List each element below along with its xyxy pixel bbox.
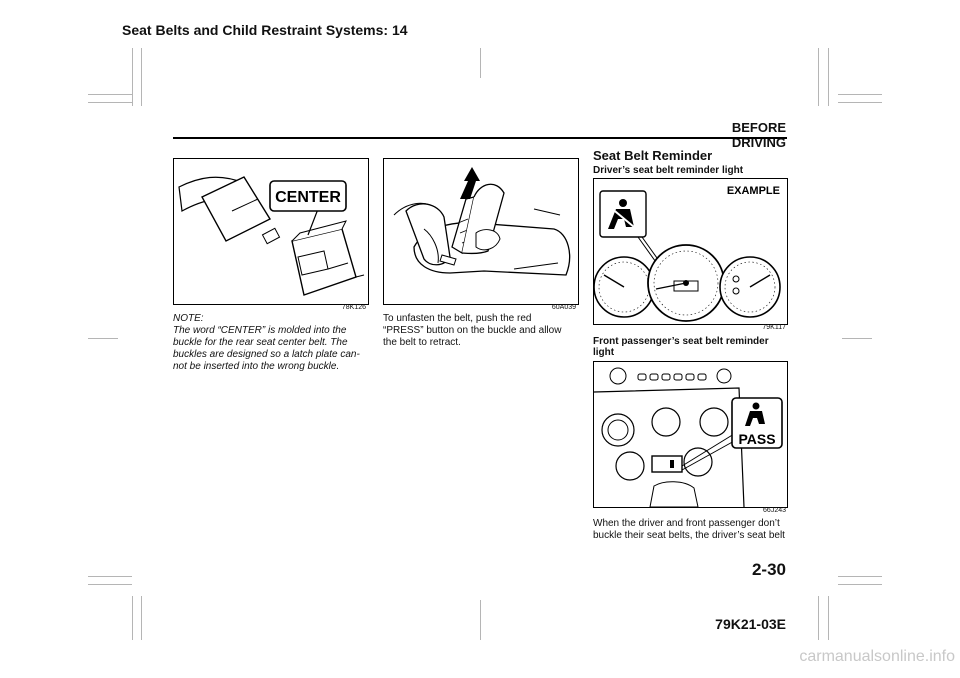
subheading-line: light — [593, 347, 615, 358]
body-line: buckle their seat belts, the driver’s se… — [593, 530, 785, 541]
note-line: buckles are designed so a latch plate ca… — [173, 349, 360, 360]
subheading-driver: Driver’s seat belt reminder light — [593, 165, 744, 176]
crop-mark — [838, 584, 882, 585]
crop-mark — [828, 48, 829, 106]
figure-center-buckle: CENTER — [173, 158, 369, 305]
reminder-text: When the driver and front passenger don’… — [593, 518, 786, 542]
crop-mark — [88, 338, 118, 339]
crop-mark — [132, 48, 133, 106]
unfasten-belt-illustration — [393, 167, 571, 276]
crop-mark — [818, 596, 819, 640]
crop-mark — [842, 338, 872, 339]
crop-mark — [480, 48, 481, 78]
unfasten-text: To unfasten the belt, push the red “PRES… — [383, 313, 577, 349]
page-number: 2-30 — [751, 560, 786, 579]
example-label: EXAMPLE — [727, 185, 780, 197]
watermark: carmanualsonline.info — [799, 648, 955, 665]
crop-mark — [88, 584, 132, 585]
body-line: To unfasten the belt, push the red — [383, 313, 532, 324]
center-label: CENTER — [275, 189, 341, 206]
section-heading: Seat Belt Reminder — [593, 148, 713, 163]
crop-mark — [88, 94, 132, 95]
pass-label: PASS — [738, 431, 775, 447]
figure-passenger-reminder: PASS — [593, 361, 788, 508]
crop-mark — [828, 596, 829, 640]
crop-mark — [838, 102, 882, 103]
crop-mark — [88, 102, 132, 103]
crop-mark — [132, 596, 133, 640]
subheading-line: Front passenger’s seat belt reminder — [593, 336, 769, 347]
figure-unfasten-belt — [383, 158, 579, 305]
crop-mark — [818, 48, 819, 106]
figure-code: 78K126 — [341, 304, 366, 311]
figure-code: 79K117 — [762, 324, 786, 331]
body-line: the belt to retract. — [383, 337, 461, 348]
body-line: “PRESS” button on the buckle and allow — [383, 325, 562, 336]
note-line: The word “CENTER” is molded into the — [173, 325, 347, 336]
crop-mark — [141, 48, 142, 106]
crop-mark — [480, 600, 481, 640]
subheading-passenger: Front passenger’s seat belt reminder lig… — [593, 336, 786, 358]
instrument-cluster-illustration: EXAMPLE — [594, 185, 781, 322]
crop-mark — [141, 596, 142, 640]
body-line: When the driver and front passenger don’… — [593, 518, 780, 529]
figure-driver-reminder: EXAMPLE — [593, 178, 788, 325]
center-buckle-illustration: CENTER — [178, 176, 365, 296]
header-rule — [173, 137, 787, 139]
section-title: BEFORE DRIVING — [731, 120, 786, 150]
crop-mark — [838, 94, 882, 95]
note-text: NOTE: The word “CENTER” is molded into t… — [173, 313, 367, 373]
center-console-illustration: PASS — [594, 367, 783, 507]
document-code: 79K21-03E — [715, 616, 786, 632]
crop-mark — [838, 576, 882, 577]
figure-code: 66J243 — [763, 507, 786, 514]
figure-code: 60A039 — [551, 304, 576, 311]
note-line: buckle for the rear seat center belt. Th… — [173, 337, 348, 348]
chapter-title: Seat Belts and Child Restraint Systems: … — [122, 22, 408, 38]
note-heading: NOTE: — [173, 313, 204, 324]
note-line: not be inserted into the wrong buckle. — [173, 361, 340, 372]
crop-mark — [88, 576, 132, 577]
